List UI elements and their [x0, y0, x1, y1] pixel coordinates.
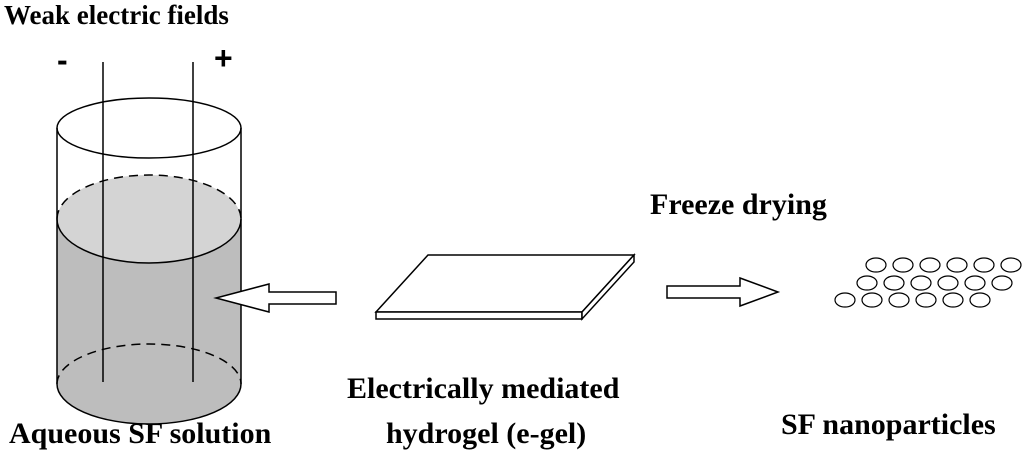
nanoparticle: [865, 257, 887, 273]
arrow-right: [666, 276, 781, 308]
hydrogel-label-line1: Electrically mediated: [347, 372, 620, 405]
diagram-title: Weak electric fields: [4, 0, 229, 30]
nanoparticle: [969, 292, 991, 308]
hydrogel-side-face: [581, 253, 635, 321]
nanoparticle: [942, 292, 964, 308]
electrode-minus-sign: -: [57, 42, 68, 78]
nanoparticle: [964, 275, 986, 291]
nanoparticle: [888, 292, 910, 308]
aqueous-sf-solution-beaker: [56, 62, 242, 425]
nanoparticle: [919, 257, 941, 273]
sf-nanoparticles-cluster: [834, 257, 1022, 308]
nanoparticle: [834, 292, 856, 308]
process-label: Freeze drying: [650, 188, 827, 221]
beaker-top-rim: [56, 97, 242, 159]
nanoparticle: [910, 275, 932, 291]
nanoparticle: [1000, 257, 1022, 273]
liquid-surface-back-edge: [56, 174, 242, 220]
nanoparticle: [915, 292, 937, 308]
nanoparticle: [991, 275, 1013, 291]
nanoparticle: [892, 257, 914, 273]
nanoparticle: [946, 257, 968, 273]
nanoparticle: [856, 275, 878, 291]
electrode-plus-sign: +: [214, 40, 233, 76]
liquid-surface-front-edge: [56, 218, 242, 264]
nanoparticle: [937, 275, 959, 291]
nanoparticle: [861, 292, 883, 308]
hydrogel-label-line2: hydrogel (e-gel): [386, 417, 587, 450]
beaker-bottom-back-edge: [56, 343, 242, 385]
arrow-left: [213, 283, 337, 313]
solution-label: Aqueous SF solution: [9, 417, 272, 450]
beaker-bottom-front-edge: [56, 383, 242, 425]
hydrogel-slab: [374, 253, 636, 321]
nanoparticles-label: SF nanoparticles: [781, 408, 996, 441]
nanoparticle: [973, 257, 995, 273]
nanoparticle: [883, 275, 905, 291]
hydrogel-front-face: [375, 311, 583, 320]
